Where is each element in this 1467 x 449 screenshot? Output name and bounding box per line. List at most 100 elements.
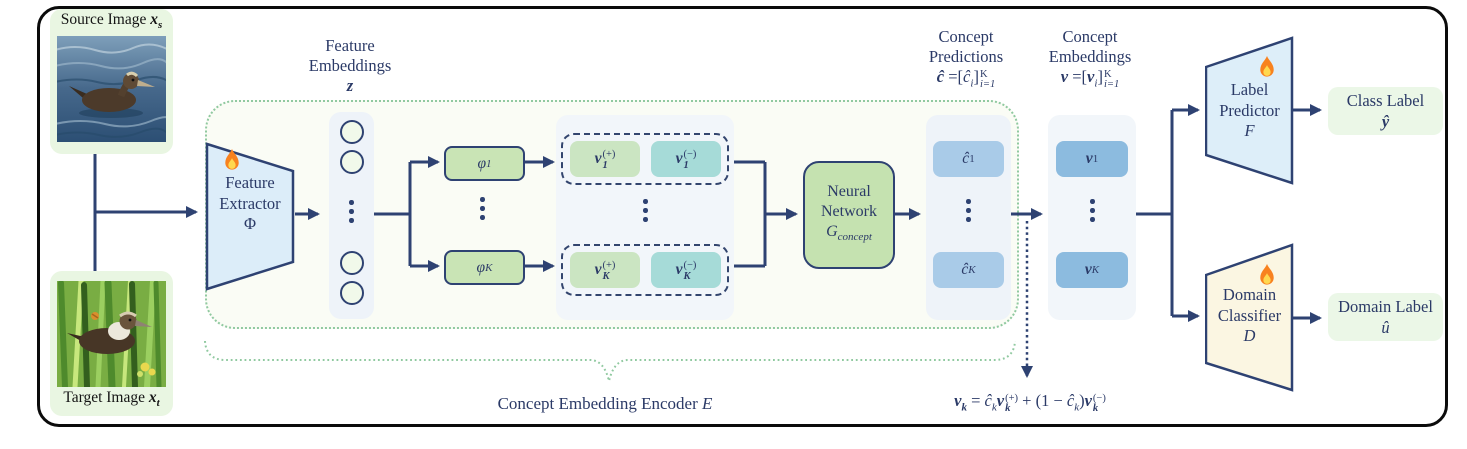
label-line: Network bbox=[821, 203, 877, 221]
v-base: v bbox=[1084, 261, 1092, 278]
vertical-ellipsis bbox=[1090, 199, 1095, 204]
v-sub: 1 bbox=[1092, 153, 1099, 165]
flower bbox=[137, 362, 156, 377]
feature-extractor-label: Feature Extractor Φ bbox=[205, 173, 295, 235]
negative-embedding-chip-K: v(−)K bbox=[651, 252, 721, 288]
embeddings-branch-line bbox=[374, 162, 412, 266]
vertical-ellipsis bbox=[643, 199, 648, 204]
v-elem: v bbox=[1087, 67, 1095, 86]
concept-pair-row-K bbox=[561, 244, 729, 296]
label-line: Neural bbox=[827, 183, 871, 201]
v-sub: k bbox=[1005, 403, 1011, 415]
source-image-title: Source Image xs bbox=[50, 9, 173, 36]
v-sub: 1 bbox=[683, 160, 689, 171]
c-hat-sub: K bbox=[968, 264, 976, 276]
v-sub: K bbox=[1091, 264, 1100, 276]
coef-sub: k bbox=[991, 401, 997, 414]
vertical-ellipsis bbox=[480, 197, 485, 202]
vertical-ellipsis bbox=[966, 199, 971, 204]
c-hat-base: ĉ bbox=[962, 150, 970, 167]
concept-pair-row-1 bbox=[561, 133, 729, 185]
feature-embeddings-header: Feature Embeddings z bbox=[285, 36, 415, 96]
embedding-node-circle bbox=[339, 120, 364, 144]
phi-base: φ bbox=[476, 258, 486, 276]
label-line: Feature bbox=[225, 173, 275, 192]
phi-symbol: Φ bbox=[243, 214, 257, 233]
equals: = bbox=[948, 67, 958, 86]
v-sup: (−) bbox=[683, 149, 697, 161]
phi-sub: K bbox=[485, 261, 493, 274]
positive-embedding-chip-K: v(+)K bbox=[570, 252, 640, 288]
v-sup: (+) bbox=[602, 260, 616, 272]
close-bracket: ] bbox=[1097, 67, 1103, 86]
albatross-bird bbox=[69, 71, 155, 113]
close-paren: ) bbox=[1079, 391, 1085, 410]
bound-sup: K bbox=[979, 68, 988, 80]
source-symbol: x bbox=[150, 11, 158, 28]
domain-classifier: Domain Classifier D bbox=[1204, 243, 1294, 392]
feature-extractor-trapezoid bbox=[205, 142, 295, 291]
label-line: Label bbox=[1230, 80, 1269, 99]
elem-sub: i bbox=[970, 77, 974, 90]
domain-label-text: Domain Label bbox=[1338, 297, 1433, 316]
g-symbol: G bbox=[826, 223, 838, 241]
v-sub: K bbox=[602, 271, 610, 282]
target-photo bbox=[57, 281, 166, 387]
header-line: Predictions bbox=[928, 47, 1004, 66]
c-hat-base: ĉ bbox=[961, 261, 969, 278]
feature-embeddings-panel bbox=[329, 112, 374, 319]
label-line: Predictor bbox=[1219, 100, 1280, 120]
negative-embedding-chip-1: v(−)1 bbox=[651, 141, 721, 177]
embedding-node-circle bbox=[339, 251, 364, 275]
c-hat-sub: 1 bbox=[969, 153, 975, 165]
domain-classifier-label: Domain Classifier D bbox=[1205, 285, 1294, 347]
v-sub: K bbox=[683, 271, 691, 282]
water-shadow bbox=[79, 108, 143, 119]
v-vector: v bbox=[1060, 67, 1069, 86]
flame-icon bbox=[222, 149, 242, 172]
equals: = bbox=[971, 391, 981, 410]
feature-extractor: Feature Extractor Φ bbox=[205, 141, 295, 292]
label-predictor-label: Label Predictor F bbox=[1205, 80, 1294, 142]
formula-lhs-sub: k bbox=[961, 401, 967, 414]
v-sup: (+) bbox=[602, 149, 616, 161]
pairs-merge-line bbox=[731, 160, 767, 268]
header-line: Embeddings bbox=[1048, 47, 1132, 66]
flame-icon bbox=[1257, 56, 1277, 79]
bound-sub: i=1 bbox=[1103, 79, 1120, 91]
v-sup: (−) bbox=[683, 260, 697, 272]
z-symbol: z bbox=[346, 76, 354, 95]
d-symbol: D bbox=[1243, 326, 1256, 345]
source-photo bbox=[57, 36, 166, 143]
target-symbol-sub: t bbox=[156, 397, 160, 410]
v-base: v bbox=[675, 261, 683, 278]
open-bracket: [ bbox=[1081, 67, 1088, 86]
header-line: Concept bbox=[938, 27, 994, 46]
f-symbol: F bbox=[1244, 121, 1255, 140]
v-base: v bbox=[594, 150, 602, 167]
equals: = bbox=[1072, 67, 1082, 86]
u-hat-symbol: û bbox=[1381, 318, 1390, 337]
embedding-node-circle bbox=[339, 150, 364, 174]
v-base: v bbox=[1085, 150, 1093, 167]
y-hat-symbol: ŷ bbox=[1381, 112, 1390, 131]
label-line: Extractor bbox=[219, 193, 281, 213]
header-line: Embeddings bbox=[308, 56, 392, 75]
positive-embedding-chip-1: v(+)1 bbox=[570, 141, 640, 177]
v-sup: (+) bbox=[1005, 392, 1019, 404]
v-sub: 1 bbox=[602, 160, 608, 171]
formula-lhs: v bbox=[954, 391, 962, 410]
encoder-caption-text: Concept Embedding Encoder bbox=[497, 394, 698, 413]
c-hat-coef: ĉ bbox=[1066, 391, 1075, 410]
embeddings-split-line bbox=[1136, 110, 1174, 316]
v-sub: k bbox=[1092, 403, 1099, 415]
